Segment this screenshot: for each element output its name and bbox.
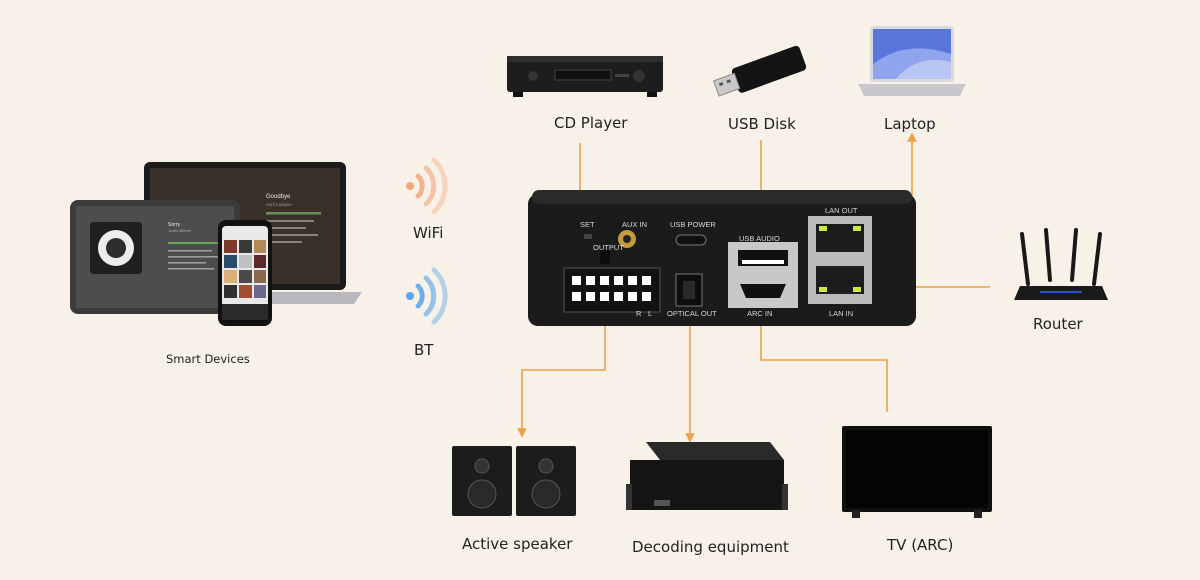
active-speaker-label: Active speaker	[462, 535, 573, 553]
router-image	[1014, 228, 1108, 300]
port-label-l: L	[648, 309, 653, 318]
cd-player-image	[507, 56, 663, 97]
decoding-equipment-image	[626, 442, 788, 510]
port-label-aux-in: AUX IN	[622, 220, 648, 229]
router-label: Router	[1033, 315, 1083, 333]
tablet-screen-title: Sorry	[168, 222, 180, 228]
bluetooth-signal-icon	[406, 267, 448, 325]
decoding-equipment-label: Decoding equipment	[632, 538, 789, 556]
port-label-arc-in: ARC IN	[747, 309, 773, 318]
tv-label: TV (ARC)	[887, 536, 954, 554]
usb-disk-label: USB Disk	[728, 115, 796, 133]
wifi-label: WiFi	[413, 224, 444, 242]
port-label-usb-power: USB POWER	[670, 220, 716, 229]
port-label-lan-out: LAN OUT	[825, 206, 858, 215]
tablet-screen-artist: Justin Bieber	[168, 228, 192, 233]
wifi-signal-icon	[406, 157, 448, 215]
streamer-device-rear-panel	[528, 190, 916, 326]
smart-devices-image: Goodbye Avril Lavigne Sorry Justin Biebe…	[70, 162, 362, 326]
laptop-screen-artist: Avril Lavigne	[266, 202, 292, 207]
port-label-optical-out: OPTICAL OUT	[667, 309, 717, 318]
usb-disk-image	[712, 45, 807, 97]
smart-devices-label: Smart Devices	[166, 352, 250, 366]
laptop-label: Laptop	[884, 115, 936, 133]
port-label-lan-in: LAN IN	[829, 309, 854, 318]
bt-label: BT	[414, 341, 434, 359]
cd-player-label: CD Player	[554, 114, 628, 132]
wire-tv-to-arc	[756, 295, 888, 412]
port-label-output: OUTPUT	[593, 243, 624, 252]
laptop-screen-title: Goodbye	[266, 194, 291, 200]
wire-output-to-speaker	[517, 325, 606, 438]
port-label-usb-audio: USB AUDIO	[739, 234, 780, 243]
port-label-r: R	[636, 309, 642, 318]
active-speaker-image	[452, 446, 576, 516]
port-label-set: SET	[580, 220, 595, 229]
tv-image	[842, 426, 992, 518]
laptop-image	[858, 26, 966, 96]
